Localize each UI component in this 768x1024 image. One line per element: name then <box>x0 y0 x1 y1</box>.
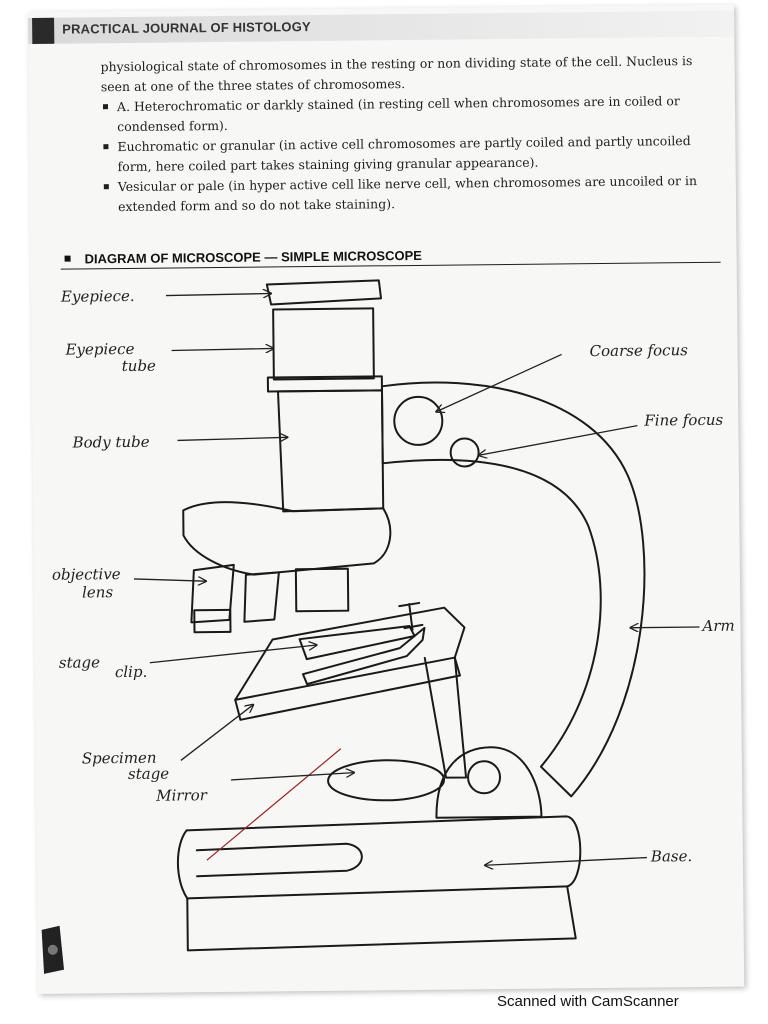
label-base: Base. <box>650 847 692 865</box>
label-fine-focus: Fine focus <box>643 411 723 430</box>
objective-lens-2 <box>243 571 280 623</box>
stage-clip <box>301 626 426 686</box>
label-specimen-stage: Specimen <box>82 749 157 768</box>
mirror-shape <box>327 759 446 802</box>
nosepiece-shape <box>182 501 392 576</box>
label-objective-lens-2: lens <box>82 583 114 601</box>
eyepiece-tube-shape <box>272 307 375 381</box>
label-eyepiece-tube: Eyepiece <box>64 340 134 359</box>
stage-top <box>234 606 466 701</box>
fine-focus-knob <box>449 437 480 468</box>
label-objective-lens: objective <box>52 565 121 584</box>
journal-page: PRACTICAL JOURNAL OF HISTOLOGY physiolog… <box>28 4 745 994</box>
stage-front <box>234 656 461 721</box>
label-stage-clip-2: clip. <box>115 663 148 681</box>
label-eyepiece-tube-2: tube <box>122 357 156 375</box>
label-mirror: Mirror <box>155 786 208 805</box>
pen-mark <box>206 748 342 861</box>
base-slot <box>195 842 363 878</box>
base-side <box>186 885 577 952</box>
arm-column <box>423 656 468 779</box>
objective-lens-3 <box>294 567 350 613</box>
label-arm: Arm <box>700 617 734 635</box>
base-knob-housing <box>435 746 543 819</box>
base-top <box>176 815 582 900</box>
objective-lens-1 <box>190 563 235 624</box>
base-knob <box>467 760 502 795</box>
scanner-watermark: Scanned with CamScanner <box>497 993 679 1010</box>
coarse-focus-knob <box>393 395 444 446</box>
objective-lens-1-tip <box>193 608 232 634</box>
publisher-emblem <box>41 925 65 974</box>
arm-shape <box>380 381 646 798</box>
eyepiece-shape <box>265 279 383 306</box>
label-stage-clip: stage <box>59 653 100 671</box>
label-body-tube: Body tube <box>71 433 149 452</box>
body-tube-shape <box>276 389 385 513</box>
label-eyepiece: Eyepiece. <box>60 287 135 306</box>
microscope-diagram: Eyepiece. Eyepiece tube Body tube object… <box>41 279 735 974</box>
clip-screw <box>398 601 424 632</box>
label-coarse-focus: Coarse focus <box>589 341 688 360</box>
label-specimen-stage-2: stage <box>128 765 169 783</box>
